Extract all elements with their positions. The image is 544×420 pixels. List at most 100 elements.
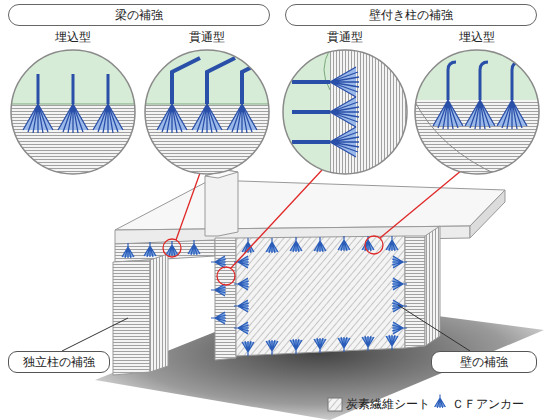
section-label: 梁の補強 <box>115 8 163 22</box>
section-band: 梁の補強 <box>8 4 270 26</box>
cf-anchors-wall <box>338 236 350 251</box>
legend-hatch-sample <box>328 398 342 411</box>
detail-column-through <box>292 82 330 142</box>
detail-column-embedded <box>414 49 540 175</box>
detail-type-label: 埋込型 <box>9 29 137 45</box>
cf-anchors-beam <box>122 243 134 258</box>
callout-leaders <box>62 318 128 351</box>
circle-outline <box>415 50 539 174</box>
cf-anchors-beam <box>122 240 200 258</box>
section-label: 壁付き柱の補強 <box>369 8 453 22</box>
detail-type-label: 貫通型 <box>281 29 409 45</box>
cf-anchors-wall <box>314 338 326 353</box>
detail-column-through <box>282 49 408 175</box>
detail-markers <box>380 170 462 238</box>
detail-markers <box>365 236 383 254</box>
cf-anchors-wall <box>266 340 278 355</box>
detail-column-embedded <box>465 100 495 129</box>
cf-anchors-wall <box>234 278 249 290</box>
roof-slab <box>470 190 505 238</box>
detail-circle: 貫通型 <box>281 28 409 176</box>
detail-column-through <box>282 49 408 175</box>
detail-column-embedded <box>414 100 540 176</box>
roof-slab <box>115 180 505 230</box>
circle-outline <box>143 28 271 176</box>
circle-outline <box>283 50 407 174</box>
detail-column-embedded <box>497 100 527 129</box>
callout-leaders <box>62 305 470 351</box>
circle-outline <box>413 28 541 176</box>
detail-beam-through <box>227 104 257 133</box>
wall-with-columns <box>405 236 425 348</box>
detail-column-through <box>330 67 359 97</box>
detail-column-embedded <box>414 49 540 176</box>
callout-box: 独立柱の補強 <box>8 351 110 373</box>
detail-circle: 埋込型 <box>413 28 541 176</box>
detail-type-label: 埋込型 <box>413 29 541 45</box>
detail-markers <box>217 267 235 285</box>
detail-beam-embedded <box>10 49 136 104</box>
roof-slab <box>205 170 238 236</box>
cf-anchors-wall <box>314 237 326 252</box>
cf-anchors-wall <box>362 336 374 351</box>
independent-column <box>113 254 168 375</box>
cf-anchors-wall <box>234 322 249 334</box>
detail-beam-embedded <box>10 104 136 176</box>
detail-beam-through <box>144 104 270 176</box>
cf-anchors-wall <box>211 312 226 324</box>
detail-markers <box>176 173 200 240</box>
detail-beam-embedded <box>23 104 53 133</box>
cf-anchors-beam <box>144 242 156 257</box>
detail-beam-embedded <box>10 49 136 176</box>
detail-type-label: 貫通型 <box>143 29 271 45</box>
detail-beam-through <box>144 49 270 175</box>
detail-column-embedded <box>414 100 500 176</box>
detail-column-through <box>330 49 408 175</box>
detail-column-embedded <box>414 49 540 100</box>
cf-anchors-wall <box>392 278 407 290</box>
wall-with-columns <box>236 236 405 356</box>
cf-anchors-wall <box>266 238 278 253</box>
independent-column <box>150 254 168 372</box>
detail-column-embedded <box>448 62 520 100</box>
cf-anchors-wall <box>211 236 407 356</box>
cf-anchors-wall <box>392 256 407 268</box>
detail-column-embedded <box>433 100 463 129</box>
cf-anchors-wall <box>290 339 302 354</box>
cf-anchors-beam <box>188 240 200 255</box>
section-label: 壁の補強 <box>460 355 508 369</box>
cf-anchors-wall <box>211 256 226 268</box>
detail-markers <box>231 170 322 268</box>
circle-outline <box>9 28 137 176</box>
circle-outline <box>11 50 135 174</box>
legend-text: ＣＦアンカー <box>452 397 524 411</box>
section-label: 独立柱の補強 <box>23 355 95 369</box>
detail-beam-embedded <box>10 49 136 175</box>
cf-anchors-wall <box>242 341 254 356</box>
cf-anchors-wall <box>234 300 249 312</box>
cf-anchors-wall <box>290 237 302 252</box>
wall-with-columns <box>215 226 440 360</box>
wall-with-columns <box>425 226 440 346</box>
detail-column-through <box>330 97 359 127</box>
circle-outline <box>281 28 409 176</box>
detail-beam-through <box>192 104 222 133</box>
detail-beam-through <box>144 49 270 104</box>
detail-circle: 貫通型 <box>143 28 271 176</box>
callout-leaders <box>398 305 470 351</box>
detail-column-through <box>330 127 359 157</box>
cf-anchors-beam <box>166 241 178 256</box>
detail-beam-through <box>157 104 187 133</box>
section-band: 壁付き柱の補強 <box>285 4 537 26</box>
cf-anchors-wall <box>386 236 398 251</box>
circle-outline <box>145 50 269 174</box>
detail-markers <box>163 239 181 257</box>
detail-beam-embedded <box>38 74 108 104</box>
detail-beam-embedded <box>58 104 88 133</box>
cf-anchors-wall <box>338 337 350 352</box>
cf-anchors-wall <box>392 322 407 334</box>
cf-anchors-wall <box>386 335 398 350</box>
legend-text: 炭素繊維シート <box>346 397 430 411</box>
cf-anchors-wall <box>211 284 226 296</box>
